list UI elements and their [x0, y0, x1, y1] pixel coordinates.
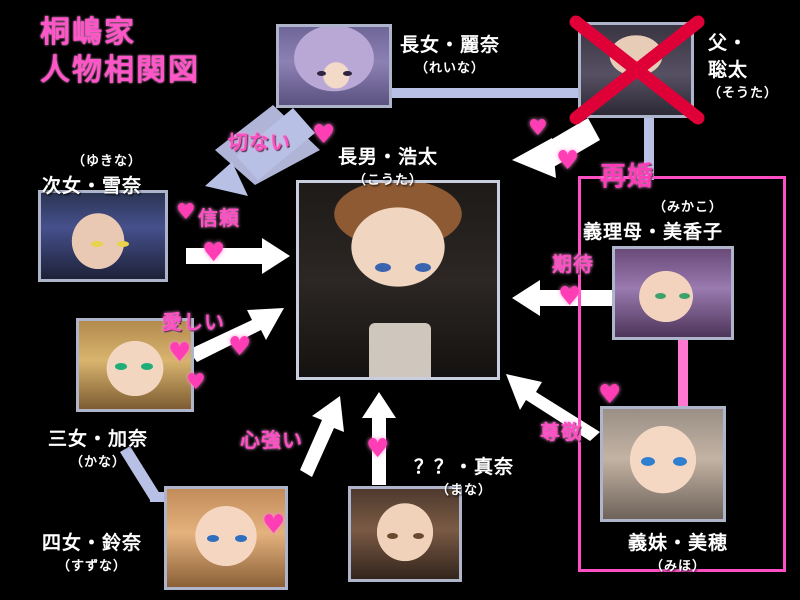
kana-face [79, 321, 191, 409]
title-line-1: 桐嶋家 [40, 15, 136, 50]
label-yukina: （ゆきな） 次女・雪奈 [42, 154, 143, 197]
label-miho: 義妹・美穂 （みほ） [628, 532, 729, 574]
yukina-eye-2 [117, 241, 129, 247]
suzuna-eye-2 [235, 535, 247, 542]
deceased-cross-icon [569, 15, 705, 125]
yukina-face [41, 193, 165, 279]
miho-eye-2 [673, 457, 687, 466]
mikako-eye-2 [679, 293, 690, 299]
kouta-shirt [369, 323, 431, 377]
kouta-eye-left [375, 263, 391, 272]
portrait-suzuna[interactable] [164, 486, 288, 590]
suzuna-face [167, 489, 285, 587]
heart-icon-kana-3: ♥ [186, 370, 206, 395]
line-reina-to-souta [388, 88, 578, 98]
heart-icon-souta: ♥ [528, 116, 548, 141]
suzuna-eye [207, 535, 219, 542]
mana-eye [387, 533, 398, 539]
heart-icon-souta-2: ♥ [556, 146, 580, 176]
relation-label-setsunai: 切ない [228, 130, 291, 154]
portrait-reina[interactable] [276, 24, 392, 108]
portrait-kouta[interactable] [296, 180, 500, 380]
arrow-suzuna-to-kouta [300, 396, 344, 477]
yukina-eye [91, 241, 103, 247]
portrait-yukina[interactable] [38, 190, 168, 282]
heart-icon-yukina: ♥ [176, 200, 196, 225]
heart-icon-mikako: ♥ [558, 282, 582, 312]
mana-face [351, 489, 459, 579]
heart-icon-yukina-2: ♥ [202, 238, 226, 268]
label-kouta: 長男・浩太 （こうた） [338, 146, 439, 188]
mikako-face [615, 249, 731, 337]
reina-eyes-2 [343, 71, 352, 76]
relation-label-itoshii: 愛しい [162, 310, 225, 334]
label-mikako: （みかこ） 義理母・美香子 [583, 200, 724, 243]
portrait-kana[interactable] [76, 318, 194, 412]
kouta-eye-right [415, 263, 431, 272]
relation-label-kokoroduyoi: 心強い [240, 428, 303, 452]
label-mana: ？？・真奈 （まな） [414, 456, 515, 498]
heart-icon-kana: ♥ [168, 338, 192, 368]
reina-eyes [317, 71, 326, 76]
kana-eye [115, 363, 127, 370]
label-reina: 長女・麗奈 （れいな） [400, 34, 501, 76]
mikako-eye [655, 293, 666, 299]
heart-icon-suzuna: ♥ [262, 510, 286, 540]
heart-icon-kana-2: ♥ [228, 332, 252, 362]
relation-label-kitai: 期待 [552, 252, 594, 276]
label-kana: 三女・加奈 （かな） [48, 428, 149, 470]
reina-face [279, 27, 389, 105]
heart-icon-mana: ♥ [366, 434, 390, 464]
kana-eye-2 [141, 363, 153, 370]
relation-label-sonkei: 尊敬 [540, 420, 582, 444]
label-souta: 父・ 聡太 （そうた） [708, 32, 779, 101]
remarriage-group-box [578, 176, 786, 572]
page-title: 桐嶋家 人物相関図 [40, 14, 200, 89]
title-line-2: 人物相関図 [40, 52, 200, 88]
relation-label-saikon: 再婚 [600, 162, 655, 192]
relation-label-shinrai: 信頼 [198, 206, 240, 230]
mana-eye-2 [413, 533, 424, 539]
portrait-mikako[interactable] [612, 246, 734, 340]
miho-face [603, 409, 723, 519]
portrait-miho[interactable] [600, 406, 726, 522]
label-suzuna: 四女・鈴奈 （すずな） [42, 532, 143, 574]
heart-icon-reina: ♥ [312, 120, 336, 150]
heart-icon-miho: ♥ [598, 380, 622, 410]
miho-eye [641, 457, 655, 466]
portrait-mana[interactable] [348, 486, 462, 582]
